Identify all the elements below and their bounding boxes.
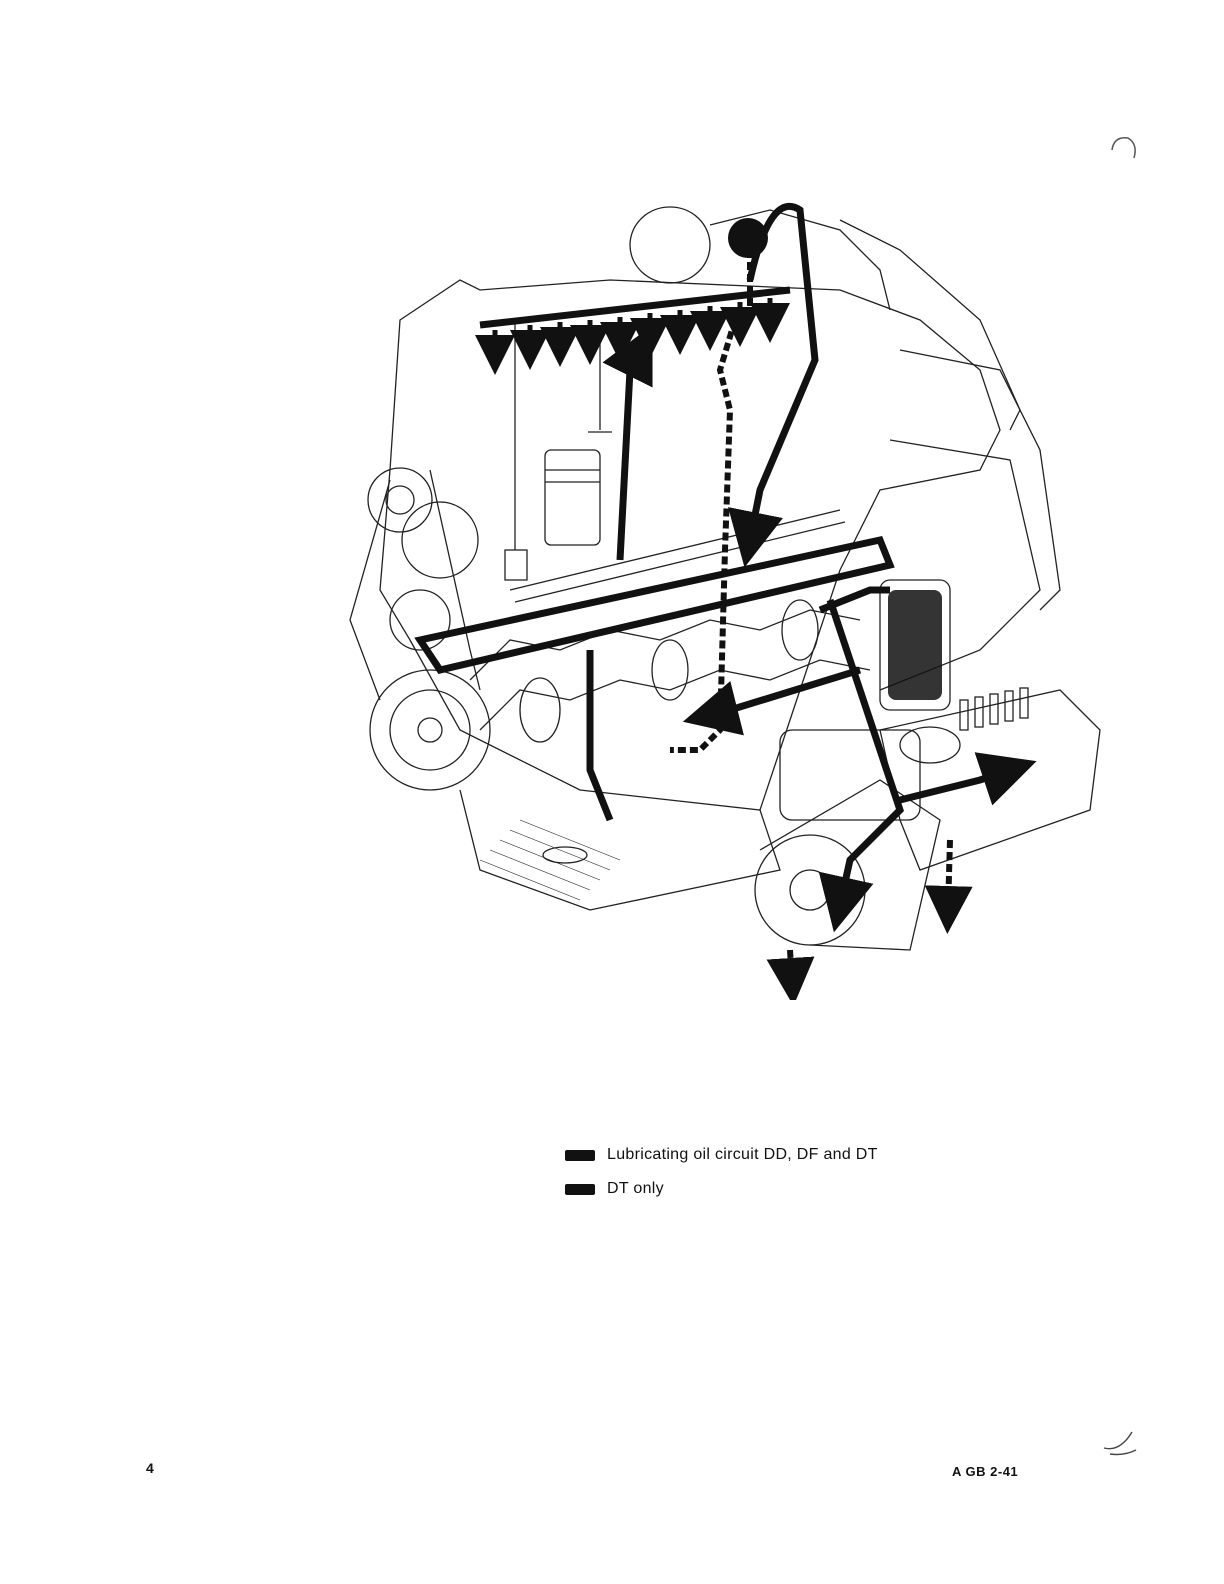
scan-artifact: [1100, 1428, 1140, 1458]
legend-label: Lubricating oil circuit DD, DF and DT: [607, 1146, 878, 1164]
engine-drawing: [280, 170, 1120, 1000]
engine-outline: [350, 207, 1100, 950]
legend-label: DT only: [607, 1180, 664, 1198]
turbo-oil-inlet: [728, 218, 768, 258]
engine-lubrication-diagram: [280, 170, 1120, 1000]
scan-artifact: [1104, 130, 1144, 170]
page-number: 4: [146, 1460, 154, 1476]
legend-item-dashed: DT only: [565, 1172, 985, 1206]
legend-item-solid: Lubricating oil circuit DD, DF and DT: [565, 1138, 985, 1172]
lubrication-circuit-solid: [420, 206, 1010, 905]
oil-filter-fill: [888, 590, 942, 700]
legend-swatch-solid: [565, 1150, 595, 1161]
legend-swatch-dashed: [565, 1184, 595, 1195]
legend: Lubricating oil circuit DD, DF and DT DT…: [565, 1138, 985, 1206]
document-code: A GB 2-41: [952, 1464, 1018, 1479]
